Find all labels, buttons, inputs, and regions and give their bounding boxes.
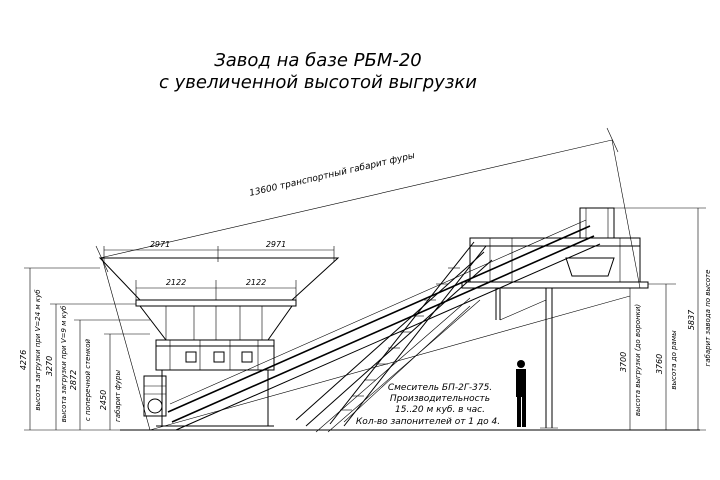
mixer-platform xyxy=(461,207,649,289)
dim-5837-label: габарит завода по высоте xyxy=(704,270,712,367)
mixer-supports xyxy=(495,288,558,429)
dim-top-left: 2971 xyxy=(150,240,170,249)
transport-dimension-label: 13600 транспортный габарит фуры xyxy=(248,151,416,199)
conveyor-drive xyxy=(143,375,167,417)
trailer-envelope xyxy=(101,139,641,431)
dim-2872-label: с поперечной стенкой xyxy=(84,338,92,421)
dim-3760: 3760 xyxy=(655,354,664,374)
dim-5837: 5837 xyxy=(687,309,696,330)
hopper-top-dimensions: 2971 2971 xyxy=(103,240,335,262)
dim-3700-label: высота выгрузки (до воронки) xyxy=(634,304,642,417)
aggregate-hopper xyxy=(98,257,340,341)
human-figure xyxy=(516,360,526,427)
dim-mid-right: 2122 xyxy=(246,278,266,287)
title-line-2: с увеличенной высотой выгрузки xyxy=(159,72,477,93)
dim-2450-label: габарит фуры xyxy=(114,370,122,422)
note-line-2: Производительность xyxy=(390,394,490,404)
title-line-1: Завод на базе РБМ-20 xyxy=(214,50,422,71)
dim-2450: 2450 xyxy=(99,390,108,410)
inclined-conveyor xyxy=(167,219,601,431)
dim-mid-left: 2122 xyxy=(166,278,186,287)
dim-4276: 4276 xyxy=(19,350,28,370)
dim-2872: 2872 xyxy=(69,370,78,390)
transport-dimension: 13600 транспортный габарит фуры xyxy=(95,127,619,273)
dim-3270-label: высота загрузки при V=9 м куб xyxy=(60,305,68,422)
note-line-4: Кол-во запонителей от 1 до 4. xyxy=(356,417,500,427)
hopper-mid-dimensions: 2122 2122 xyxy=(135,278,297,300)
stairs xyxy=(329,241,487,427)
mixer-note: Смеситель БП-2Г-375. Производительность … xyxy=(356,383,500,427)
support-truss xyxy=(295,251,493,433)
dim-top-right: 2971 xyxy=(266,240,286,249)
note-line-1: Смеситель БП-2Г-375. xyxy=(388,383,492,393)
right-dimensions: 3700 высота выгрузки (до воронки) 3760 в… xyxy=(610,207,712,431)
dosing-frame xyxy=(155,339,275,427)
dim-3270: 3270 xyxy=(45,356,54,376)
note-line-3: 15..20 м куб. в час. xyxy=(395,405,485,415)
dim-3760-label: высота до рамы xyxy=(670,330,678,390)
left-dimensions: 4276 высота загрузки при V=24 м куб 3270… xyxy=(19,267,150,431)
dim-4276-label: высота загрузки при V=24 м куб xyxy=(34,289,42,411)
dim-3700: 3700 xyxy=(619,352,628,372)
